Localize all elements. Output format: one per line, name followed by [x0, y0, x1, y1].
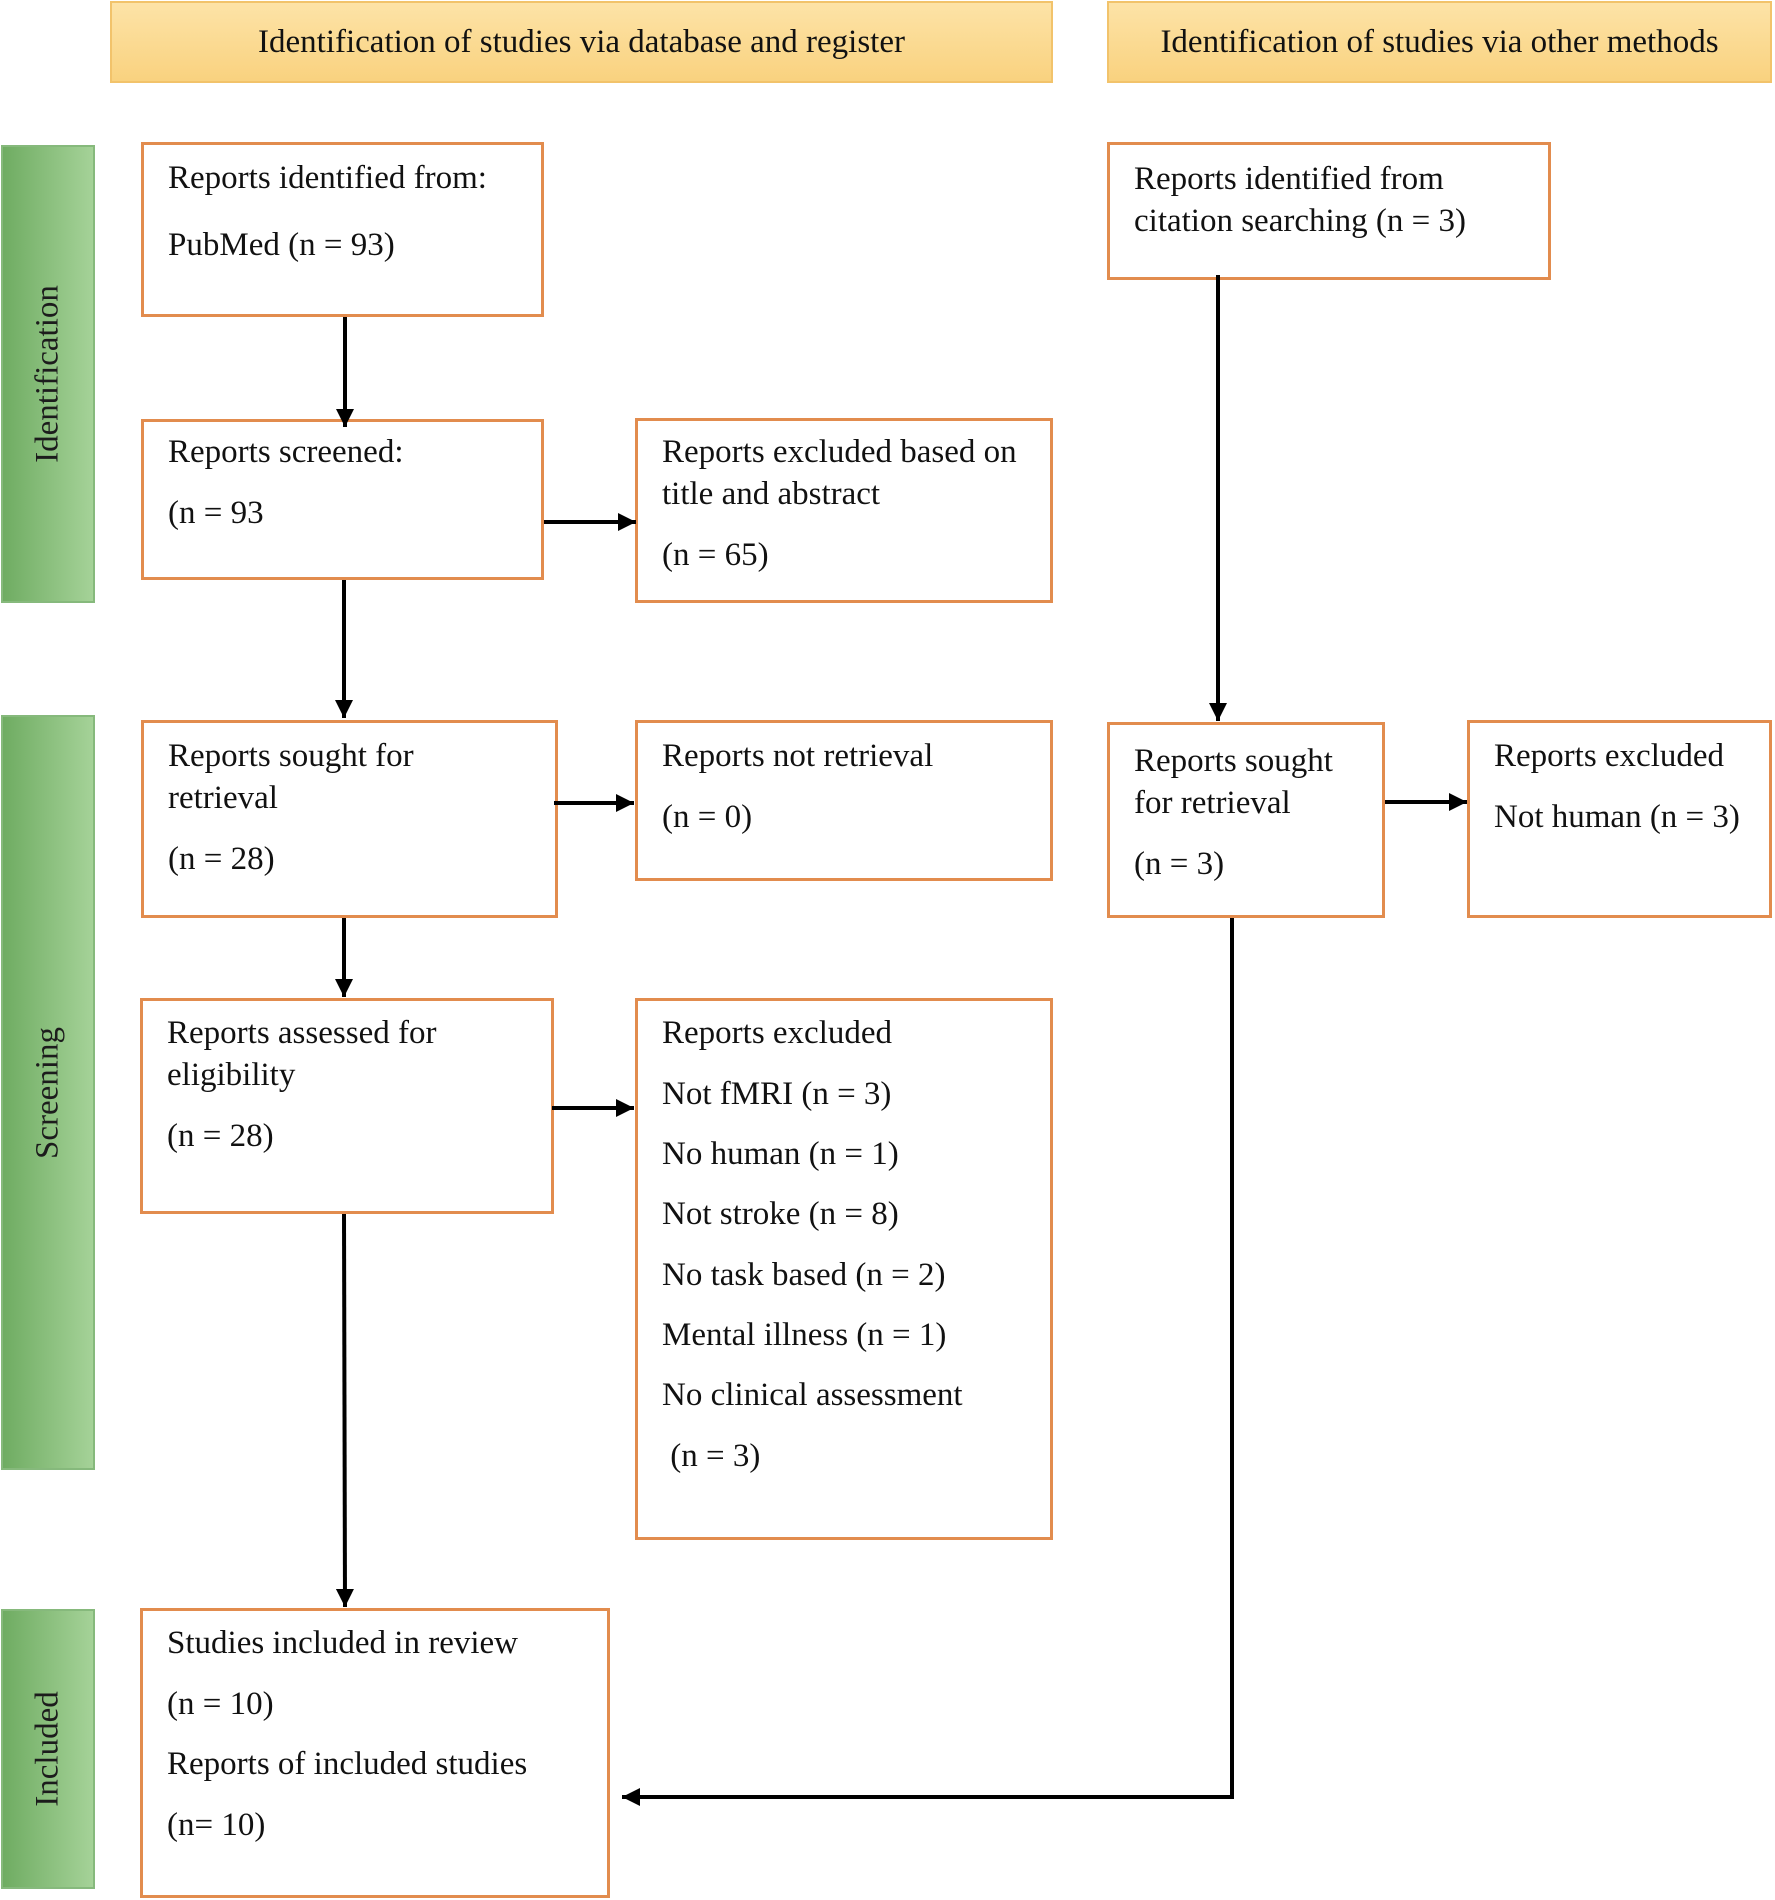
box-sought-other-line: for retrieval: [1134, 785, 1291, 821]
box-reports-excluded-reasons-line: No task based (n = 2): [662, 1257, 946, 1293]
box-studies-included: Studies included in review (n = 10) Repo…: [140, 1608, 610, 1898]
box-reports-not-retrieval-line: (n = 0): [662, 799, 753, 835]
box-reports-identified-line: Reports identified from:: [168, 160, 487, 196]
box-studies-included-line: Studies included in review: [167, 1625, 519, 1661]
box-citation-searching-line: citation searching (n = 3): [1134, 203, 1466, 239]
box-reports-assessed-line: eligibility: [167, 1057, 296, 1093]
header-database-register-text: Identification of studies via database a…: [258, 23, 905, 60]
box-reports-sought-line: Reports sought for: [168, 738, 414, 774]
stage-screening: Screening: [1, 715, 95, 1470]
box-reports-excluded-reasons: Reports excluded Not fMRI (n = 3) No hum…: [635, 998, 1053, 1540]
box-reports-screened-line: Reports screened:: [168, 434, 404, 470]
box-excluded-title-abstract-line: title and abstract: [662, 476, 881, 512]
header-database-register: Identification of studies via database a…: [110, 1, 1053, 83]
box-reports-screened-line: (n = 93: [168, 495, 264, 531]
box-reports-not-retrieval-line: Reports not retrieval: [662, 738, 934, 774]
stage-identification: Identification: [1, 145, 95, 603]
box-reports-excluded-reasons-line: Not fMRI (n = 3): [662, 1076, 892, 1112]
box-sought-other-line: Reports sought: [1134, 743, 1333, 779]
box-reports-identified: Reports identified from: PubMed (n = 93): [141, 142, 544, 317]
box-reports-assessed-line: (n = 28): [167, 1118, 274, 1154]
stage-included: Included: [1, 1609, 95, 1889]
box-reports-excluded-reasons-line: Not stroke (n = 8): [662, 1196, 899, 1232]
box-excluded-other-line: Not human (n = 3): [1494, 799, 1740, 835]
box-reports-identified-line: PubMed (n = 93): [168, 227, 395, 263]
box-sought-other-line: (n = 3): [1134, 846, 1225, 882]
box-excluded-other: Reports excluded Not human (n = 3): [1467, 720, 1772, 918]
box-reports-sought-line: (n = 28): [168, 841, 275, 877]
box-citation-searching-line: Reports identified from: [1134, 161, 1444, 197]
box-studies-included-line: (n = 10): [167, 1686, 274, 1722]
header-other-methods-text: Identification of studies via other meth…: [1160, 23, 1719, 60]
box-reports-not-retrieval: Reports not retrieval (n = 0): [635, 720, 1053, 881]
box-reports-sought-line: retrieval: [168, 780, 278, 816]
box-reports-screened: Reports screened: (n = 93: [141, 419, 544, 580]
box-excluded-title-abstract-line: Reports excluded based on: [662, 434, 1017, 470]
arrow-assessed-to-included: [335, 1213, 354, 1608]
box-reports-assessed-line: Reports assessed for: [167, 1015, 437, 1051]
box-excluded-other-line: Reports excluded: [1494, 738, 1725, 774]
box-reports-excluded-reasons-line: Reports excluded: [662, 1015, 893, 1051]
box-studies-included-line: (n= 10): [167, 1807, 266, 1843]
box-reports-sought: Reports sought for retrieval (n = 28): [141, 720, 558, 918]
box-reports-excluded-reasons-line: Mental illness (n = 1): [662, 1317, 947, 1353]
box-sought-other: Reports sought for retrieval (n = 3): [1107, 722, 1385, 918]
box-reports-assessed: Reports assessed for eligibility (n = 28…: [140, 998, 554, 1214]
box-excluded-title-abstract-line: (n = 65): [662, 537, 769, 573]
box-reports-excluded-reasons-line: No human (n = 1): [662, 1136, 899, 1172]
header-other-methods: Identification of studies via other meth…: [1107, 1, 1772, 83]
box-citation-searching: Reports identified from citation searchi…: [1107, 142, 1551, 280]
box-studies-included-line: Reports of included studies: [167, 1746, 528, 1782]
box-excluded-title-abstract: Reports excluded based on title and abst…: [635, 418, 1053, 603]
box-reports-excluded-reasons-line: No clinical assessment: [662, 1377, 963, 1413]
box-reports-excluded-reasons-line: (n = 3): [662, 1438, 761, 1474]
arrow-sought-other-to-included: [622, 918, 1234, 1806]
